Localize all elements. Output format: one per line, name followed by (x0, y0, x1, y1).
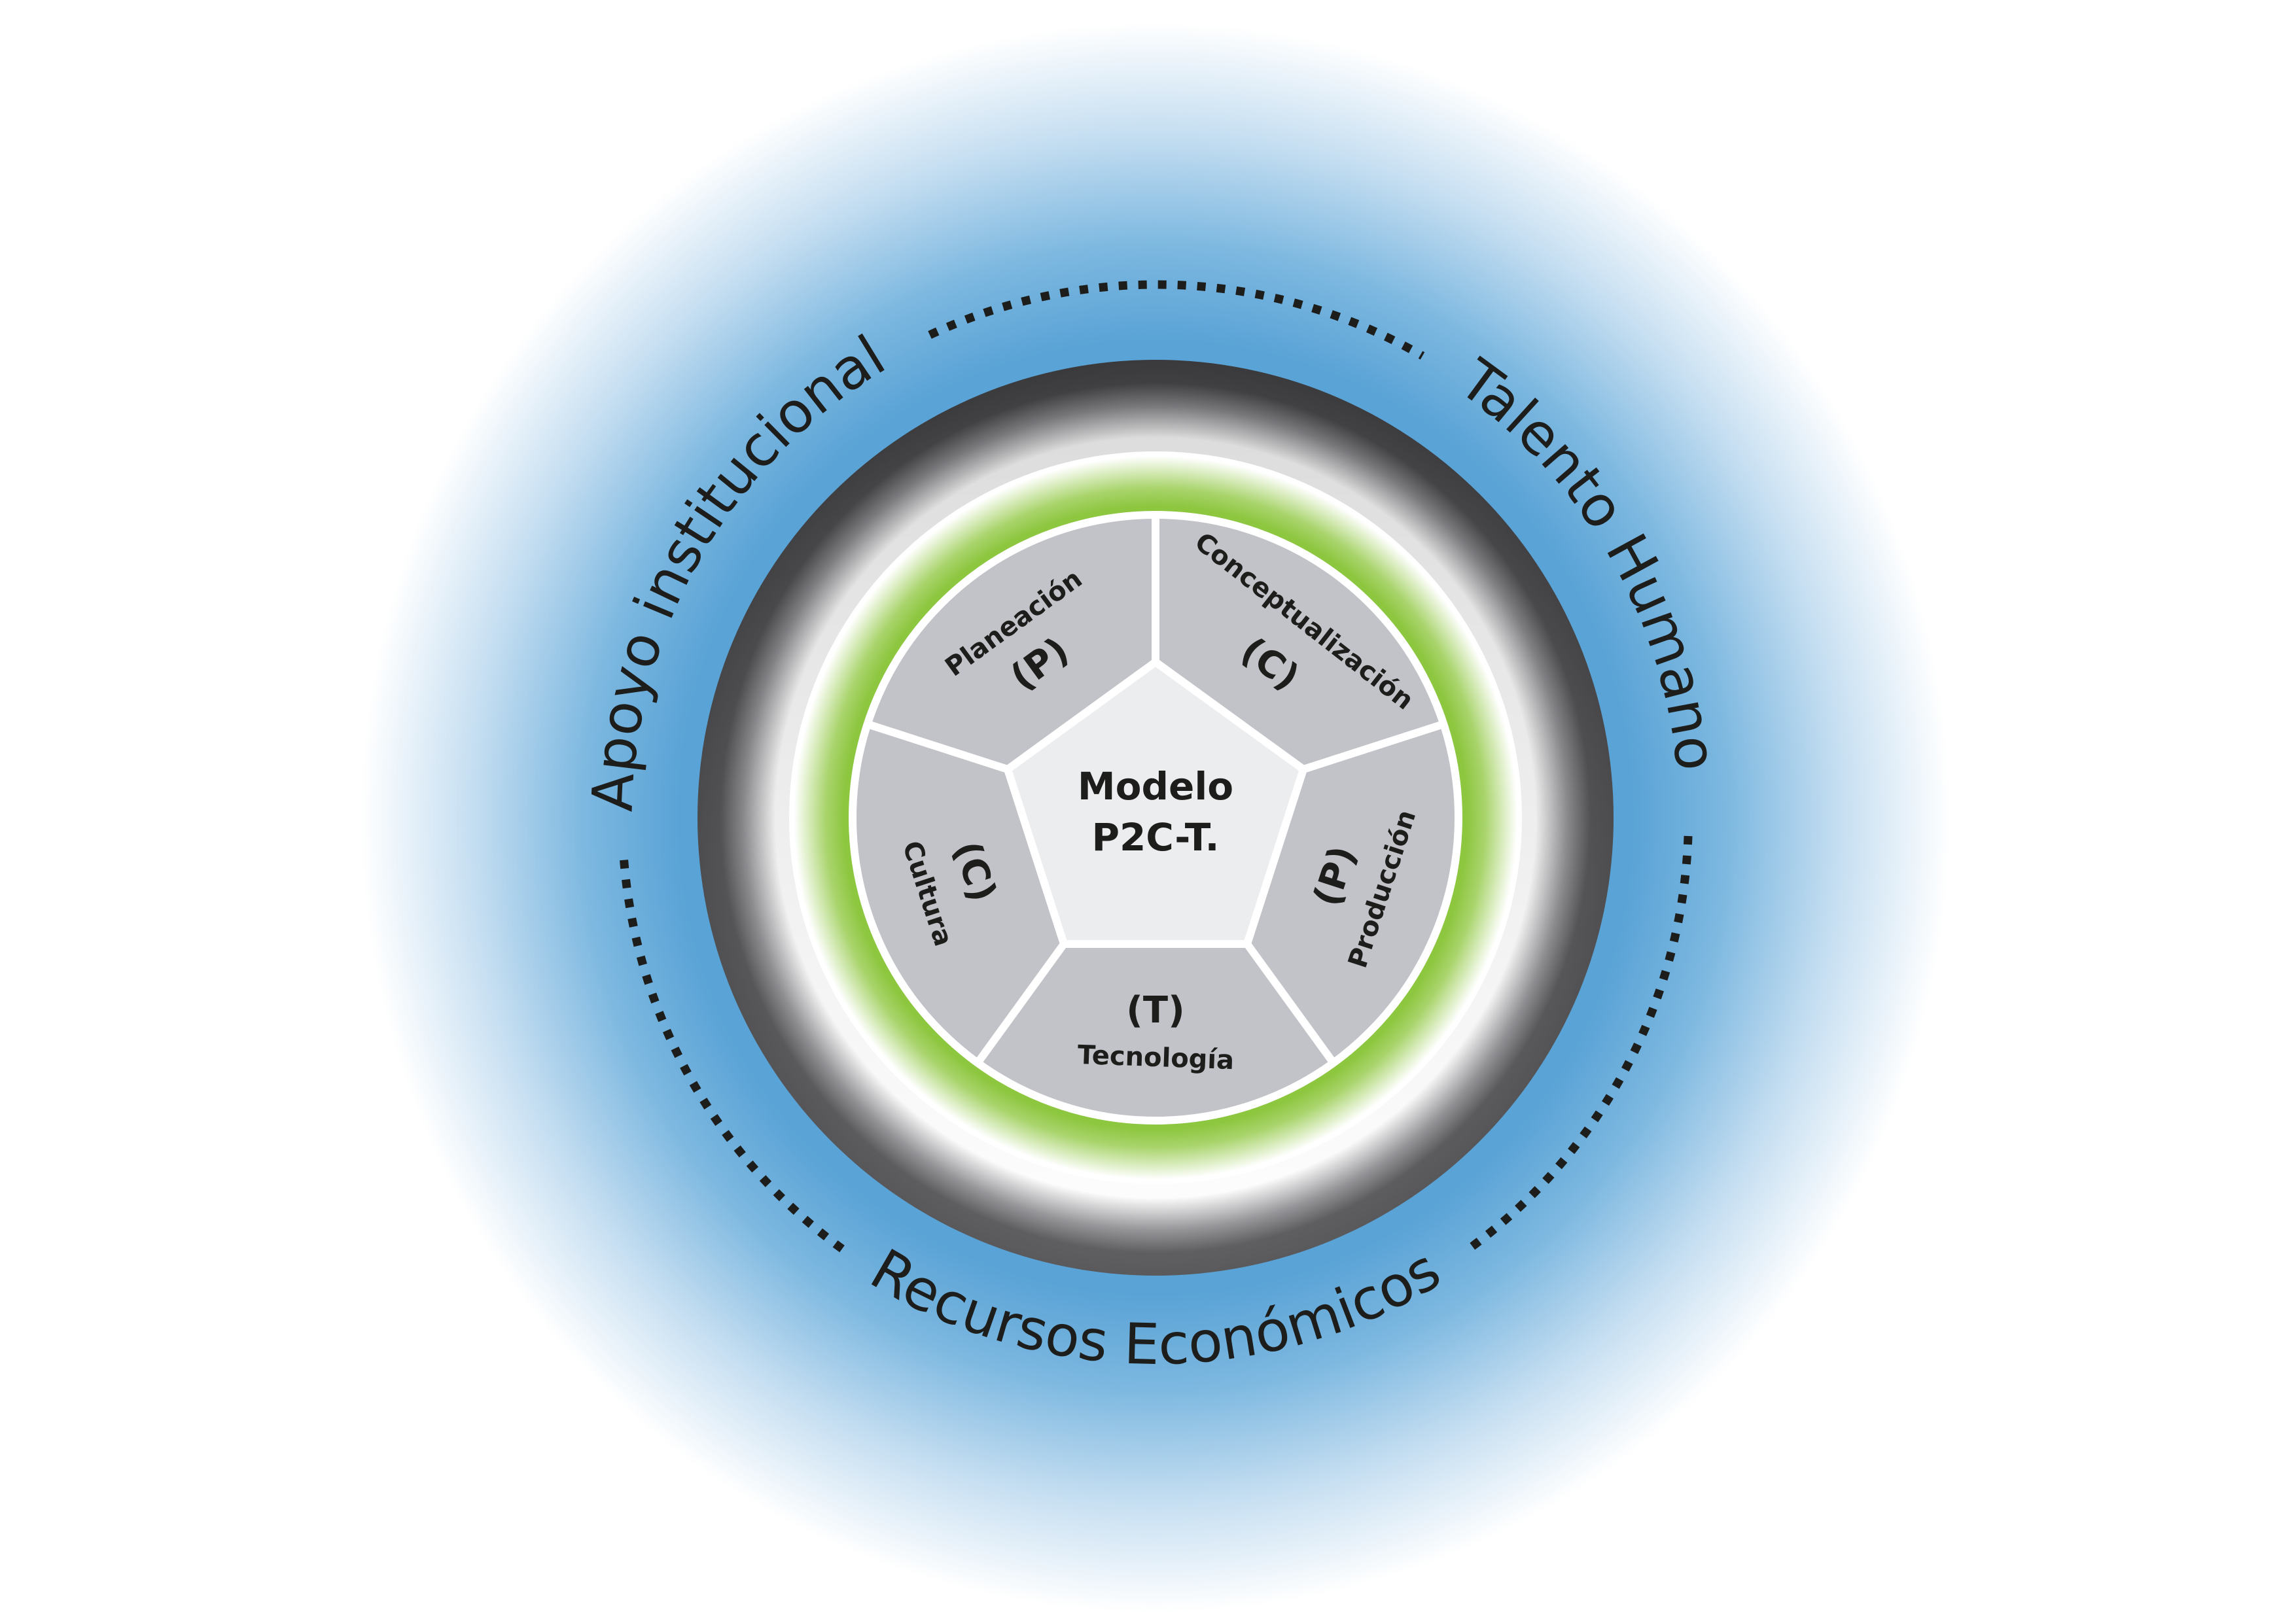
divider (1244, 941, 1337, 1066)
center-pentagon (1002, 657, 1309, 948)
divider (866, 720, 1009, 773)
dotted-arc-right (1466, 835, 1693, 1253)
segment-tecnologia: (T) Tecnología (1077, 989, 1235, 1075)
center-title: Modelo (1078, 764, 1233, 809)
divider (1302, 720, 1445, 773)
divider (974, 941, 1067, 1066)
dotted-arcs (619, 280, 1693, 1253)
center-model-code: P2C-T. (1091, 815, 1219, 860)
dotted-arc-top (928, 280, 1425, 360)
segment-dividers (866, 515, 1445, 1066)
segment-letter: (T) (1126, 989, 1184, 1032)
dotted-arc-left (619, 854, 845, 1253)
segment-label: Tecnología (1077, 1040, 1235, 1075)
